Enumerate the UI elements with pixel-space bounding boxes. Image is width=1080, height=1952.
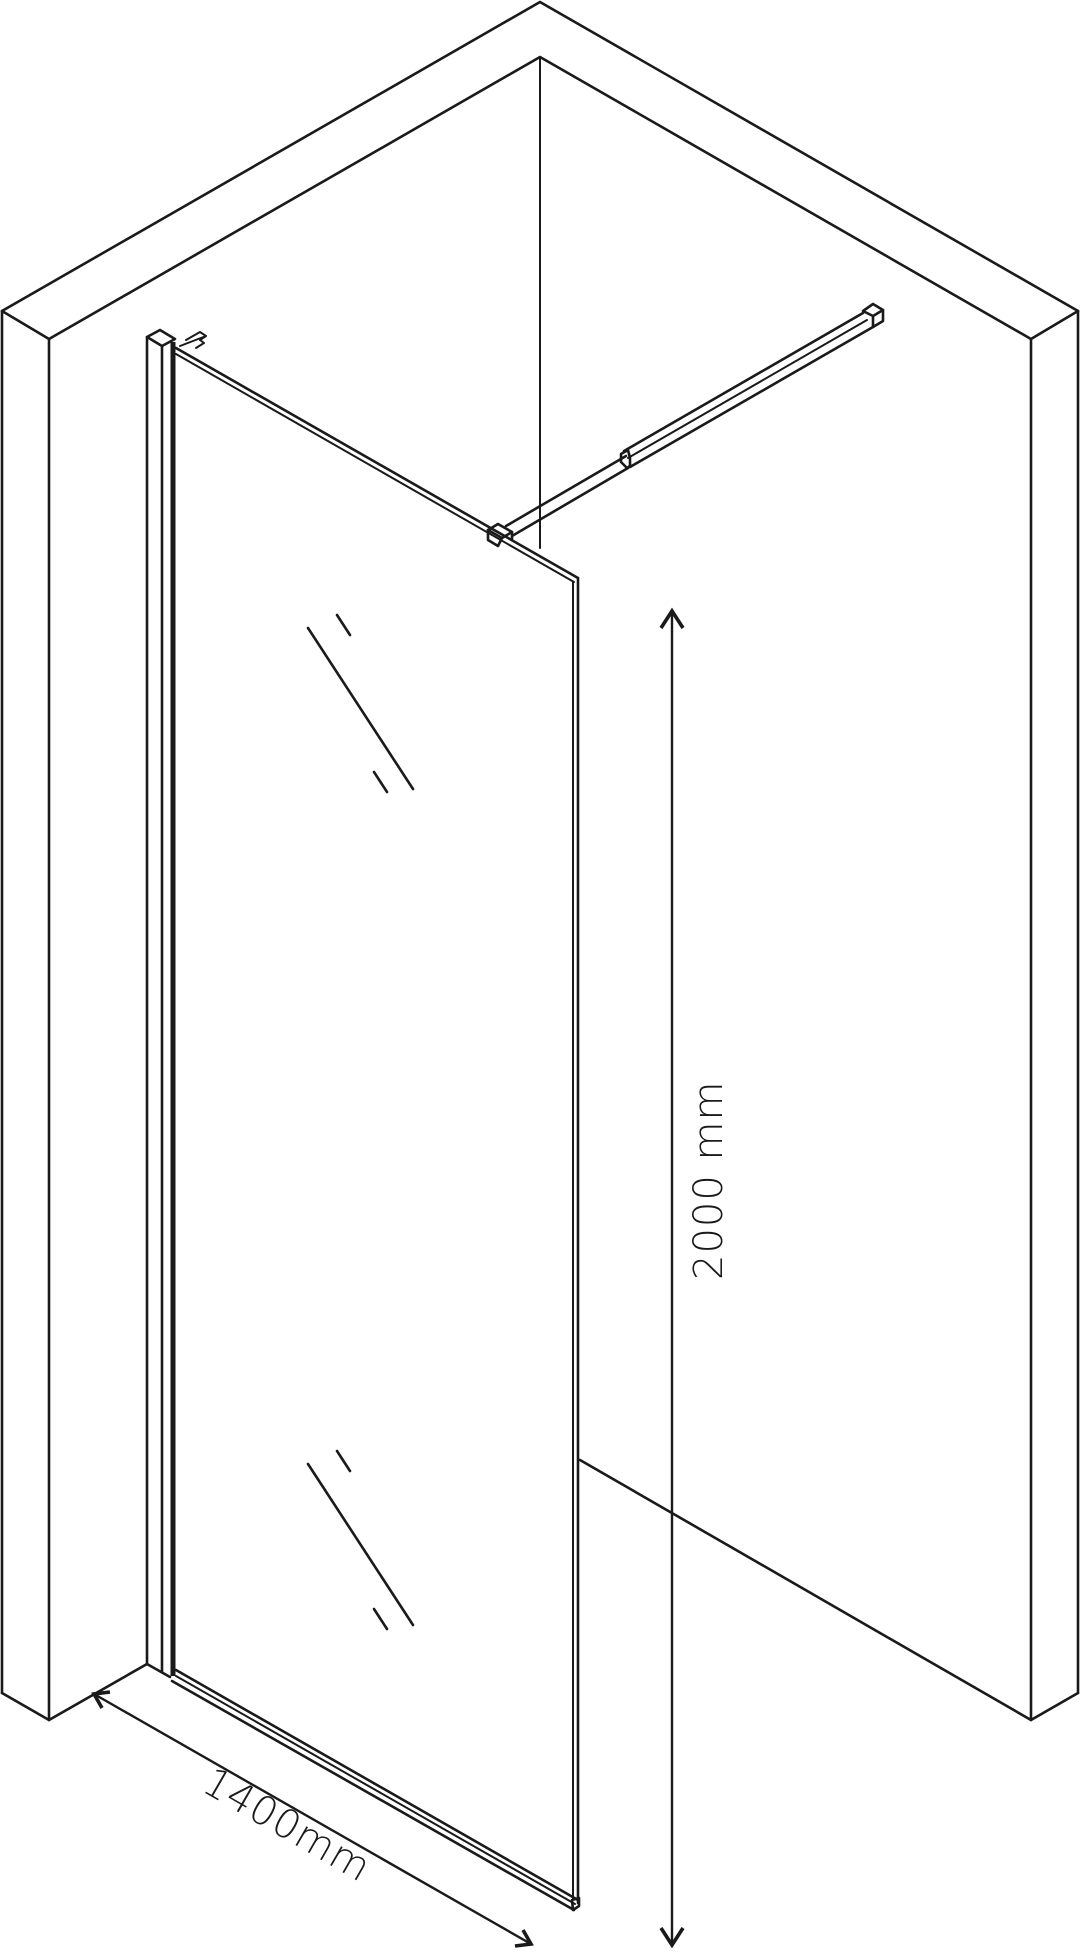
profile-top-cap	[145, 328, 177, 348]
arrow-up-icon	[659, 607, 685, 629]
panel-top-edge-inner	[175, 353, 575, 583]
bar-wall-mount	[861, 302, 885, 318]
bar-wall-mount-sides	[871, 308, 885, 329]
walls	[0, 0, 1080, 1722]
glass-panel	[170, 346, 581, 1912]
wall-outer-top-edge	[0, 0, 1080, 313]
width-dimension: 1400mm	[91, 1690, 534, 1948]
height-dimension-label: 2000 mm	[686, 1081, 732, 1280]
panel-top-edge	[174, 346, 580, 580]
stabilizer-bar	[486, 302, 885, 548]
bar-rod-top	[504, 454, 628, 528]
bar-glass-clamp-sides	[486, 528, 504, 548]
profile-bottom	[145, 1662, 172, 1679]
arrow-down-icon	[659, 1927, 685, 1949]
width-dimension-label: 1400mm	[195, 1759, 379, 1892]
glass-reflection-bottom	[306, 1449, 415, 1631]
arrow-right-icon	[514, 1929, 534, 1948]
clip-bracket-line	[179, 335, 207, 347]
width-dimension-line	[92, 1692, 533, 1946]
bar-tube-bottom	[628, 325, 875, 469]
glass-reflection-top	[306, 613, 415, 794]
bar-tube-mid	[627, 319, 868, 459]
panel-bottom-corner	[570, 1896, 581, 1912]
left-wall-bottom	[0, 1662, 149, 1722]
bar-tube-top	[622, 311, 865, 453]
wall-right-cap	[1029, 309, 1080, 341]
height-dimension: 2000 mm	[659, 607, 732, 1949]
wall-left-cap	[0, 309, 51, 341]
bar-rod-bottom	[510, 466, 630, 538]
panel-bottom-edge	[174, 1668, 580, 1902]
right-wall-bottom	[578, 1458, 1080, 1722]
arrow-left-icon	[91, 1690, 111, 1709]
panel-bottom-edge-mid	[175, 1675, 576, 1905]
panel-bottom-edge-outer	[170, 1679, 576, 1912]
wall-profile	[145, 328, 207, 1679]
